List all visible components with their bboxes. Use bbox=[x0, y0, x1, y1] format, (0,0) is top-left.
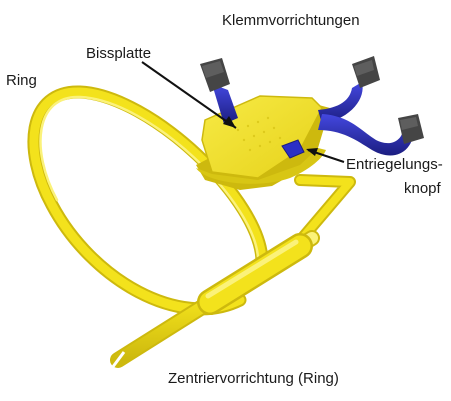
label-zentriervorrichtung: Zentriervorrichtung (Ring) bbox=[168, 370, 339, 387]
label-entriegelungs: Entriegelungs- bbox=[346, 156, 443, 173]
clamp-right bbox=[318, 56, 424, 156]
label-bissplatte: Bissplatte bbox=[86, 45, 151, 62]
label-ring: Ring bbox=[6, 72, 37, 89]
label-knopf: knopf bbox=[404, 180, 441, 197]
label-klemmvorrichtungen: Klemmvorrichtungen bbox=[222, 12, 360, 29]
centering-rod bbox=[112, 238, 312, 368]
